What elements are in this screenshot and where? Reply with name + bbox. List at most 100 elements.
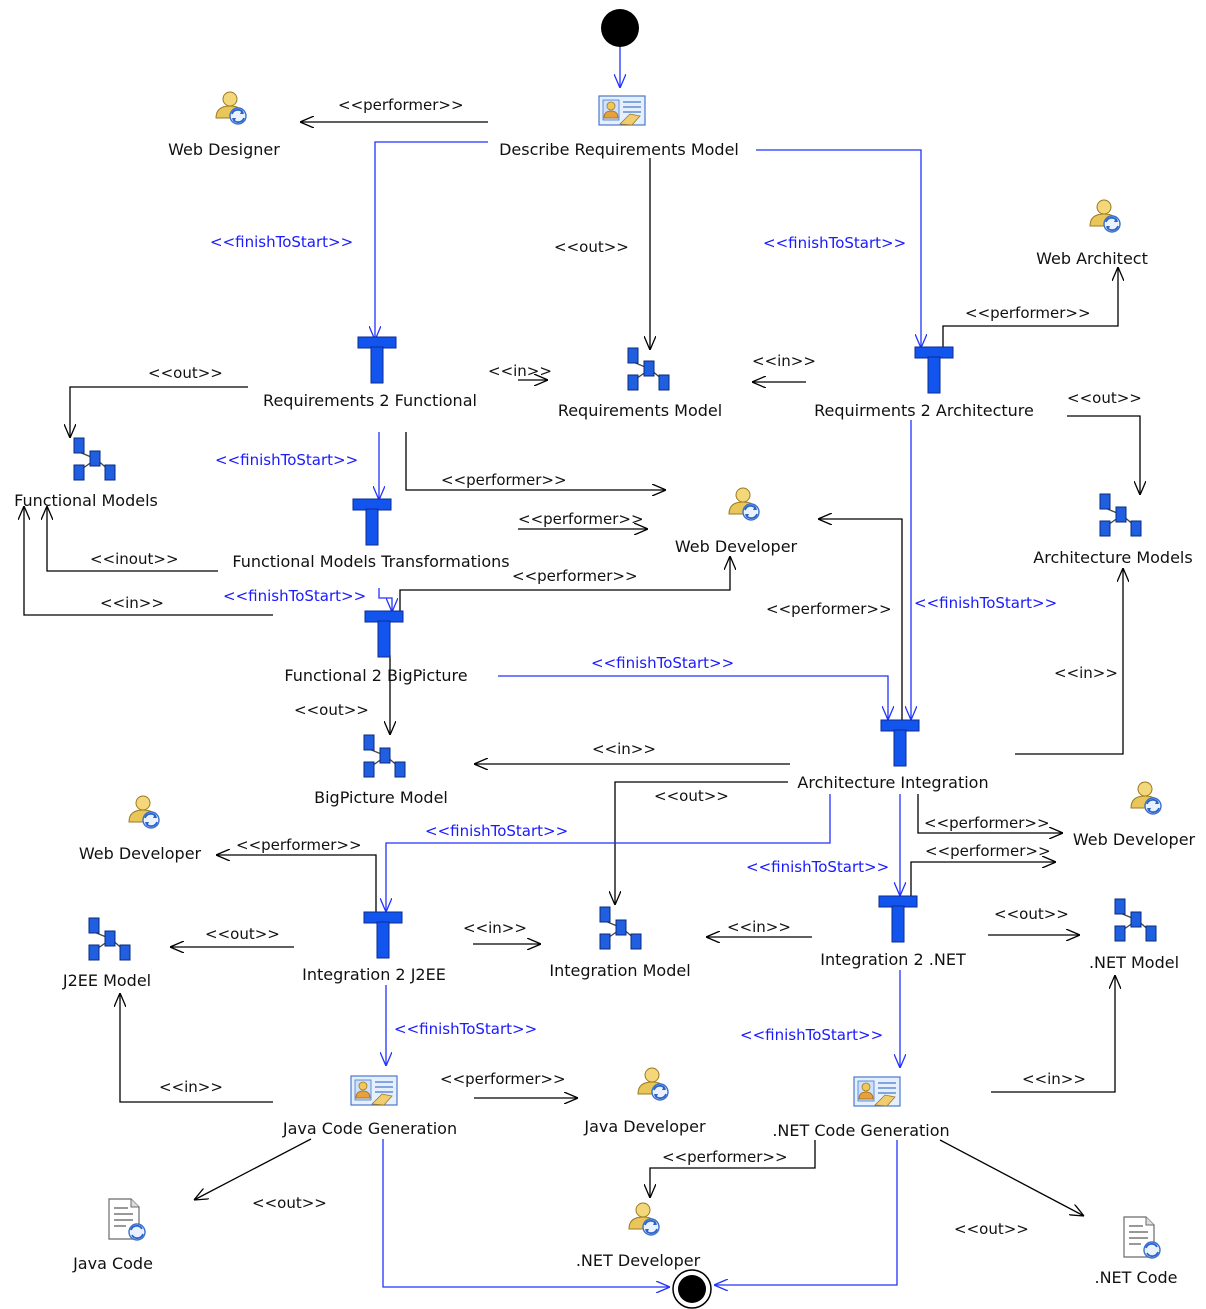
role-web-developer-2[interactable]: Web Developer — [1073, 781, 1196, 849]
label-javacodegen-performer: <<performer>> — [440, 1070, 566, 1088]
role-java-developer[interactable]: Java Developer — [583, 1067, 706, 1136]
transformation-requirements-2-functional[interactable]: Requirements 2 Functional — [263, 336, 477, 410]
label-integ2net-fts: <<finishToStart>> — [740, 1026, 883, 1044]
node-label: .NET Developer — [576, 1251, 701, 1270]
node-label: Java Developer — [583, 1117, 706, 1136]
edge-netcodegen-out-netcode — [939, 1139, 1084, 1216]
transformation-requirments-2-architecture[interactable]: Requirments 2 Architecture — [814, 346, 1034, 420]
edge-integ2net-performer — [910, 862, 1056, 896]
model-requirements-model[interactable]: Requirements Model — [558, 347, 722, 420]
role-icon — [215, 91, 247, 125]
transformation-integration-2-j2ee[interactable]: Integration 2 J2EE — [302, 911, 446, 984]
node-label: Architecture Models — [1033, 548, 1192, 567]
node-label: Web Developer — [79, 844, 202, 863]
transformation-icon — [880, 719, 920, 767]
role-icon — [628, 1202, 660, 1236]
node-label: Integration 2 J2EE — [302, 965, 446, 984]
node-label: Architecture Integration — [797, 773, 988, 792]
edge-labels: <<performer>> <<finishToStart>> <<out>> … — [90, 96, 1142, 1238]
label-javacodegen-out: <<out>> — [252, 1194, 327, 1212]
role-net-developer[interactable]: .NET Developer — [576, 1202, 701, 1270]
task-icon — [350, 1075, 398, 1106]
role-icon — [637, 1067, 669, 1101]
task-describe-requirements-model[interactable]: Describe Requirements Model — [499, 95, 739, 159]
node-label: Java Code Generation — [282, 1119, 457, 1138]
node-label: Integration 2 .NET — [820, 950, 966, 969]
transformation-icon — [878, 895, 918, 943]
edge-archinteg-in-archmodels — [1015, 568, 1123, 755]
code-icon — [108, 1198, 146, 1241]
transformation-architecture-integration[interactable]: Architecture Integration — [797, 719, 989, 792]
edge-describe-to-req2func — [375, 141, 488, 340]
code-java-code[interactable]: Java Code — [72, 1198, 153, 1273]
role-web-architect[interactable]: Web Architect — [1036, 199, 1148, 268]
role-web-developer-3[interactable]: Web Developer — [79, 795, 202, 863]
transformation-icon — [357, 336, 397, 384]
label-req2func-fts: <<finishToStart>> — [215, 451, 358, 469]
edge-archinteg-performer-webdev1 — [818, 519, 903, 720]
label-func2bp-performer: <<performer>> — [512, 567, 638, 585]
node-label: .NET Model — [1089, 953, 1179, 972]
edge-netcodegen-performer — [650, 1140, 816, 1198]
code-net-code[interactable]: .NET Code — [1095, 1216, 1178, 1287]
edge-req2func-performer — [405, 432, 666, 490]
model-icon — [88, 917, 131, 961]
label-functransf-inout: <<inout>> — [90, 550, 179, 568]
model-j2ee-model[interactable]: J2EE Model — [62, 917, 151, 990]
task-java-code-generation[interactable]: Java Code Generation — [282, 1075, 457, 1138]
label-describe-performer: <<performer>> — [338, 96, 464, 114]
label-func2bp-in: <<in>> — [100, 594, 164, 612]
edge-javacodegen-out-javacode — [194, 1138, 312, 1200]
label-integ2net-performer: <<performer>> — [925, 842, 1051, 860]
model-icon — [73, 437, 116, 481]
label-integ2j2ee-performer: <<performer>> — [236, 836, 362, 854]
label-req2func-in: <<in>> — [488, 362, 552, 380]
label-javacodegen-in: <<in>> — [159, 1078, 223, 1096]
initial-node[interactable] — [601, 9, 639, 47]
label-netcodegen-performer: <<performer>> — [662, 1148, 788, 1166]
label-functransf-performer: <<performer>> — [518, 510, 644, 528]
transformation-functional-models-transformations[interactable]: Functional Models Transformations — [232, 498, 510, 571]
label-archinteg-fts-j2ee: <<finishToStart>> — [425, 822, 568, 840]
label-archinteg-performer-webdev1: <<performer>> — [766, 600, 892, 618]
node-label: Requirments 2 Architecture — [814, 401, 1034, 420]
edge-integ2j2ee-performer — [216, 855, 377, 912]
edge-javacodegen-in-j2ee — [120, 993, 273, 1103]
label-integ2j2ee-in: <<in>> — [463, 919, 527, 937]
model-icon — [627, 347, 670, 391]
model-functional-models[interactable]: Functional Models — [14, 437, 158, 510]
label-netcodegen-in: <<in>> — [1022, 1070, 1086, 1088]
role-web-developer-1[interactable]: Web Developer — [675, 487, 798, 556]
model-integration-model[interactable]: Integration Model — [549, 906, 691, 980]
edge-req2arch-out-archmodels — [1067, 415, 1140, 495]
role-web-designer[interactable]: Web Designer — [168, 91, 280, 159]
final-node[interactable] — [672, 1269, 712, 1309]
node-label: Functional 2 BigPicture — [284, 666, 467, 685]
transformation-functional-2-bigpicture[interactable]: Functional 2 BigPicture — [284, 610, 468, 685]
edge-req2func-out-funcmodels — [70, 386, 248, 438]
label-req2arch-performer: <<performer>> — [965, 304, 1091, 322]
node-label: Java Code — [72, 1254, 153, 1273]
model-net-model[interactable]: .NET Model — [1089, 898, 1179, 972]
edge-func2bp-in-funcmodels — [24, 506, 273, 616]
label-req2arch-in: <<in>> — [752, 352, 816, 370]
transformation-integration-2-net[interactable]: Integration 2 .NET — [820, 895, 966, 969]
edges — [24, 47, 1140, 1287]
model-architecture-models[interactable]: Architecture Models — [1033, 493, 1193, 567]
edge-functransf-inout — [47, 506, 218, 572]
model-icon — [1099, 493, 1142, 537]
role-icon — [1130, 781, 1162, 815]
edge-archinteg-performer-webdev2 — [917, 794, 1063, 833]
node-label: .NET Code — [1095, 1268, 1178, 1287]
label-archinteg-in-archmodels: <<in>> — [1054, 664, 1118, 682]
task-net-code-generation[interactable]: .NET Code Generation — [772, 1076, 950, 1140]
role-icon — [728, 487, 760, 521]
model-bigpicture-model[interactable]: BigPicture Model — [314, 734, 448, 807]
label-req2func-performer: <<performer>> — [441, 471, 567, 489]
label-archinteg-fts-net: <<finishToStart>> — [746, 858, 889, 876]
node-label: Functional Models — [14, 491, 158, 510]
label-describe-out: <<out>> — [554, 238, 629, 256]
label-netcodegen-out: <<out>> — [954, 1220, 1029, 1238]
node-label: Web Designer — [168, 140, 280, 159]
